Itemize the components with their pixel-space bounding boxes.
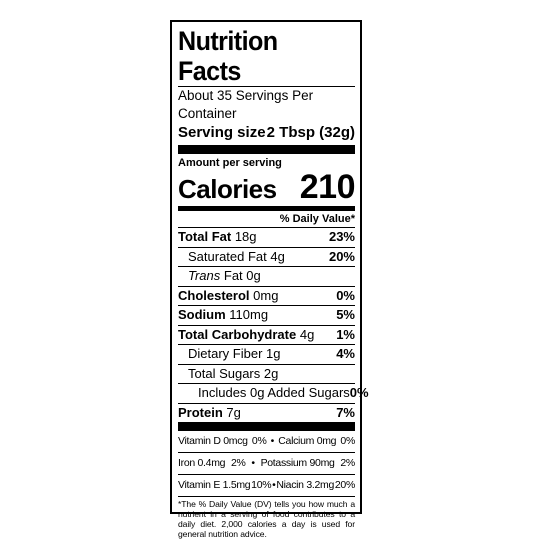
vitamin-right-dv: 20% — [334, 479, 355, 491]
vitamin-left-dv: 10% — [251, 479, 272, 491]
nutrient-name: Total Sugars — [188, 365, 261, 381]
nutrient-name: Sodium — [178, 307, 226, 322]
nutrient-amount: 18g — [234, 229, 257, 244]
calories-value: 210 — [299, 168, 356, 206]
nutrient-amount: Fat 0g — [223, 268, 261, 283]
nutrient-dv: 20% — [328, 248, 355, 264]
thick-divider — [178, 422, 355, 431]
nutrient-dv: 23% — [328, 229, 355, 244]
nutrient-dv: 0% — [336, 287, 355, 303]
nutrient-name: Includes 0g Added Sugars — [198, 385, 350, 400]
nutrient-dv: 1% — [336, 326, 355, 342]
vitamin-row: Vitamin D 0mcg 0% • Calcium 0mg 0% — [178, 431, 355, 452]
nutrient-row-sodium: Sodium 110mg 5% — [178, 305, 355, 325]
nutrient-row-added-sugars: Includes 0g Added Sugars 0% — [178, 383, 369, 403]
nutrient-name: Trans — [188, 268, 221, 283]
thick-divider — [178, 145, 355, 154]
bullet: • — [272, 479, 276, 491]
nutrient-name: Total Fat — [178, 229, 232, 244]
vitamin-row: Vitamin E 1.5mg 10% • Niacin 3.2mg 20% — [178, 474, 355, 496]
footnote: *The % Daily Value (DV) tells you how mu… — [178, 496, 355, 539]
nutrient-row-total-carbohydrate: Total Carbohydrate 4g 1% — [178, 324, 355, 345]
calories-label: Calories — [178, 174, 277, 204]
serving-size-value: 2 Tbsp (32g) — [266, 124, 355, 141]
nutrient-dv: 0% — [349, 385, 369, 400]
nutrient-amount: 110mg — [229, 307, 269, 322]
vitamin-right: Niacin 3.2mg — [276, 479, 335, 491]
nutrient-dv: 4% — [336, 346, 355, 361]
vitamin-right: Potassium 90mg — [260, 457, 335, 469]
nutrient-amount: 0mg — [253, 287, 279, 303]
nutrient-row-dietary-fiber: Dietary Fiber 1g 4% — [178, 344, 355, 364]
nutrient-amount: 1g — [266, 346, 281, 361]
label-title: Nutrition Facts — [178, 26, 278, 86]
vitamin-row: Iron 0.4mg 2% • Potassium 90mg 2% — [178, 452, 355, 474]
nutrition-facts-label: Nutrition Facts About 35 Servings Per Co… — [170, 20, 369, 539]
vitamin-left: Iron 0.4mg — [178, 457, 226, 469]
serving-size-label: Serving size — [178, 124, 266, 141]
nutrient-name: Protein — [178, 404, 223, 420]
nutrient-amount: 4g — [299, 326, 315, 342]
servings-per-container: About 35 Servings Per Container — [178, 86, 355, 123]
nutrient-row-trans-fat: Trans Fat 0g — [178, 266, 355, 286]
nutrient-dv: 7% — [336, 404, 355, 420]
vitamin-right-dv: 0% — [340, 435, 355, 447]
vitamin-left: Vitamin D 0mcg — [178, 435, 248, 447]
nutrient-dv: 5% — [336, 307, 355, 322]
nutrient-amount: 2g — [263, 365, 279, 381]
nutrient-name: Dietary Fiber — [188, 346, 263, 361]
nutrient-amount: 7g — [226, 404, 241, 420]
bullet: • — [270, 435, 275, 447]
vitamin-right: Calcium 0mg — [278, 435, 337, 447]
daily-value-header: % Daily Value* — [279, 213, 355, 225]
nutrient-row-total-sugars: Total Sugars 2g — [178, 363, 355, 384]
vitamin-left-dv: 2% — [231, 457, 246, 469]
bullet: • — [251, 457, 255, 469]
amount-per-serving: Amount per serving — [178, 157, 282, 169]
nutrient-name: Total Carbohydrate — [178, 326, 297, 342]
medium-divider — [178, 206, 355, 211]
nutrient-name: Saturated Fat — [188, 248, 267, 264]
nutrient-row-total-fat: Total Fat 18g 23% — [178, 227, 355, 247]
nutrient-amount: 4g — [270, 248, 285, 264]
nutrient-row-saturated-fat: Saturated Fat 4g 20% — [178, 246, 355, 267]
nutrient-row-cholesterol: Cholesterol 0mg 0% — [178, 285, 355, 306]
nutrient-row-protein: Protein 7g 7% — [178, 402, 355, 423]
calories-row: Calories 210 — [178, 168, 356, 206]
nutrient-name: Cholesterol — [178, 287, 250, 303]
vitamin-left-dv: 0% — [251, 435, 267, 447]
serving-size-row: Serving size 2 Tbsp (32g) — [178, 123, 355, 143]
vitamin-right-dv: 2% — [340, 457, 355, 469]
vitamin-left: Vitamin E 1.5mg — [178, 479, 251, 491]
